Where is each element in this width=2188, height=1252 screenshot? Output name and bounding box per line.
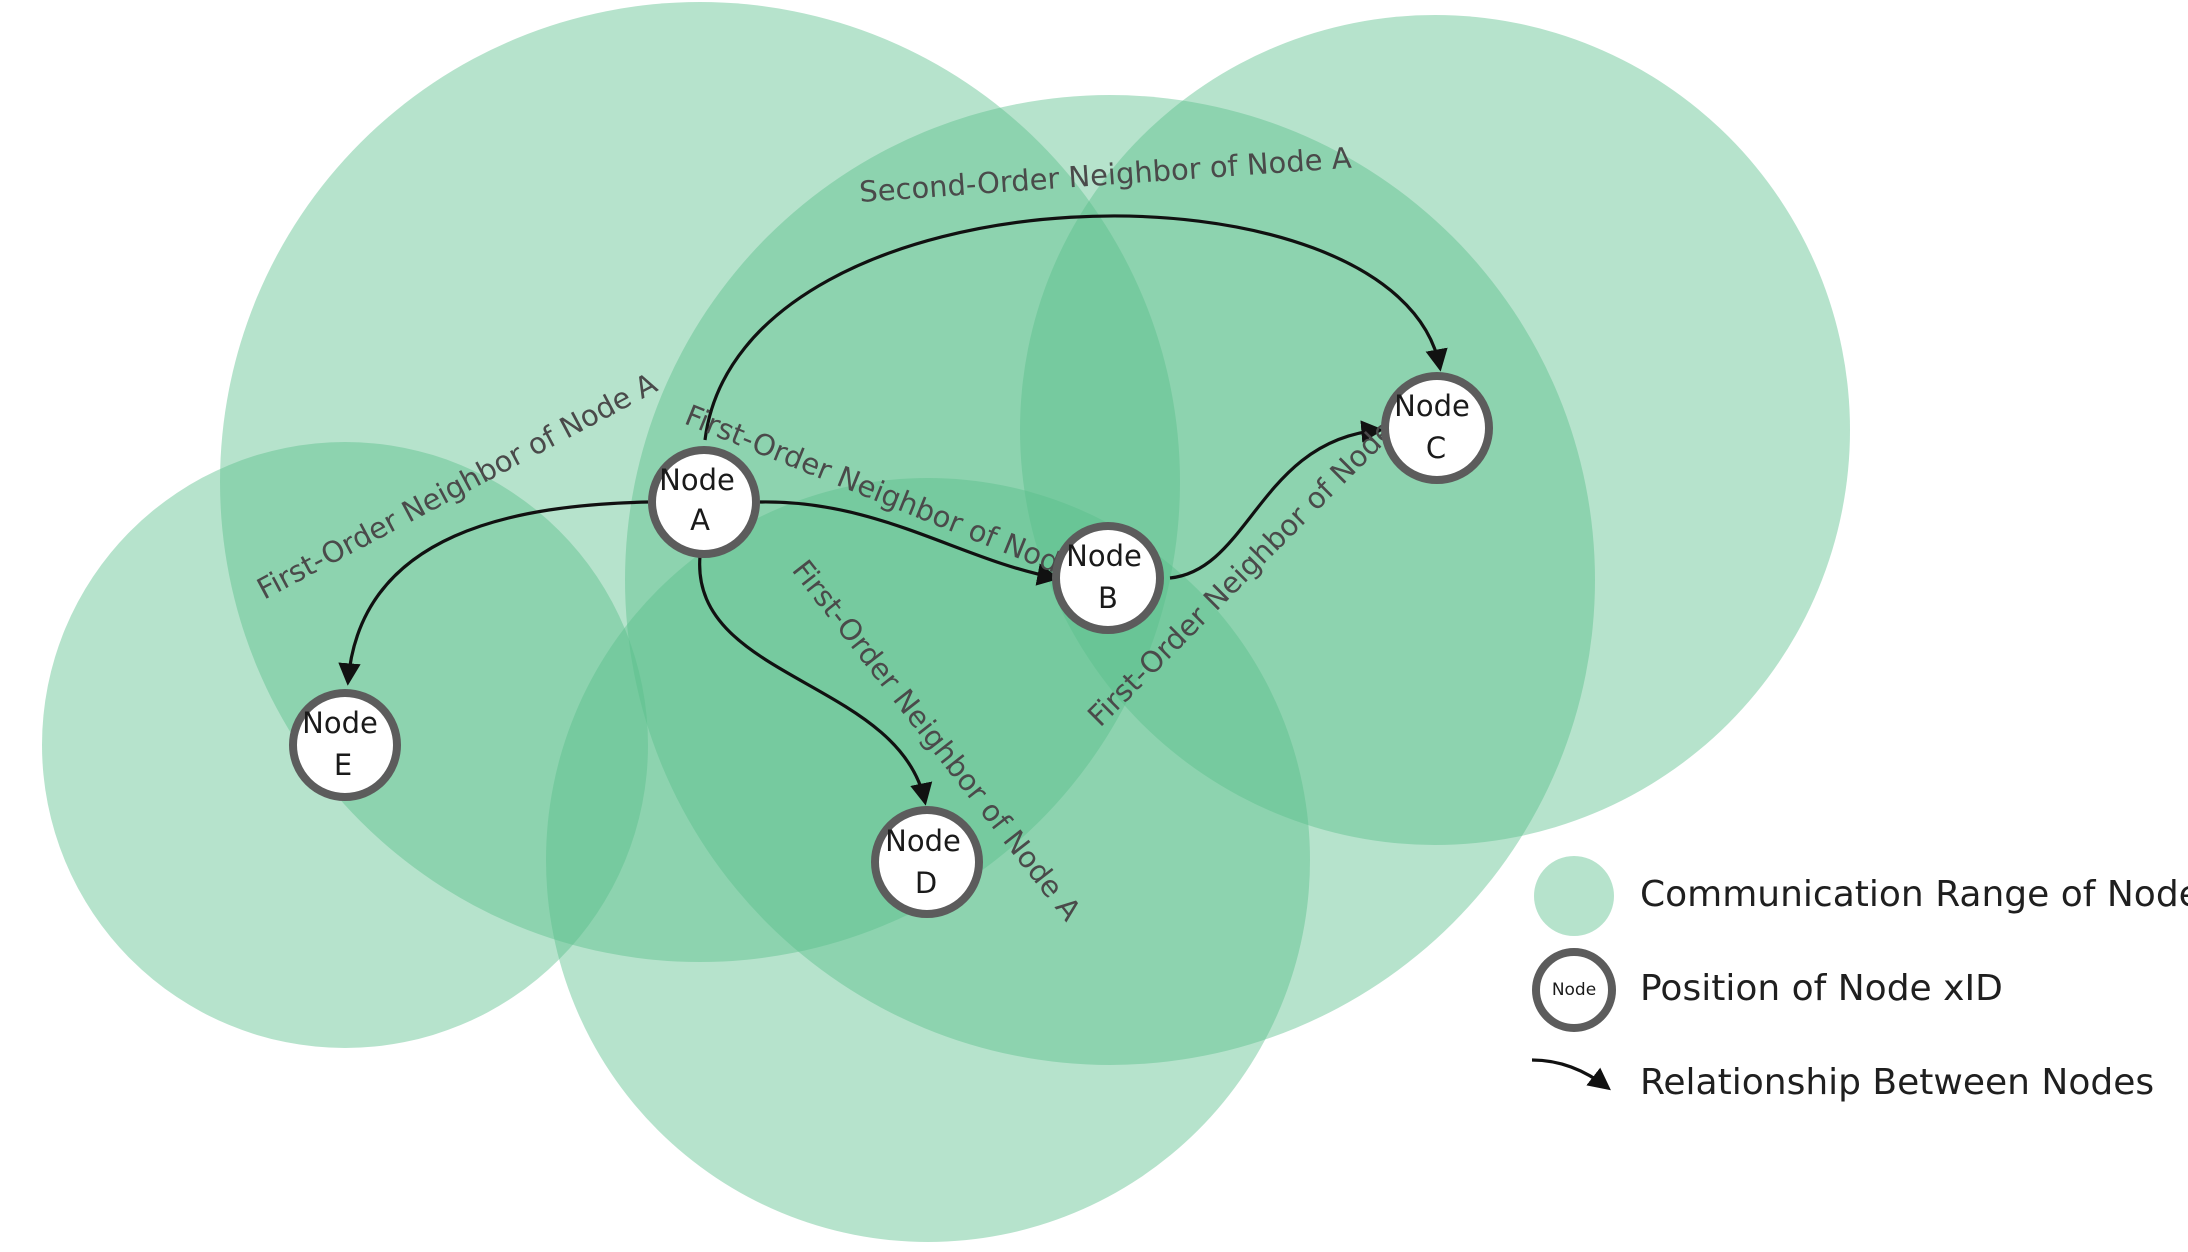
node-a[interactable]: Node A [648,446,760,558]
legend-arrow-icon [1531,1058,1611,1091]
node-b-letter: B [1098,581,1118,615]
node-d-circle [871,806,983,918]
legend-item-relation: Relationship Between Nodes [1531,1058,2154,1103]
node-a-word: Node [659,463,735,497]
legend-node-sample-text: Node [1552,980,1596,1000]
node-b-circle [1052,522,1164,634]
node-e-circle [289,689,401,801]
edge-a-to-e [338,500,649,686]
nodes: Node A Node B Node C Node D Node E [289,372,1493,918]
edge-a-to-d [698,555,933,806]
node-d-word: Node [885,824,961,858]
legend-relation-label: Relationship Between Nodes [1640,1062,2154,1103]
edge-a-to-b [759,500,1060,586]
legend-item-node: Node Position of Node xID [1532,948,2003,1032]
node-c-letter: C [1426,431,1446,465]
relationships [338,214,1448,806]
node-c[interactable]: Node C [1381,372,1493,484]
node-a-circle [648,446,760,558]
node-b[interactable]: Node B [1052,522,1164,634]
node-e-word: Node [302,706,378,740]
node-c-circle [1381,372,1493,484]
legend-range-label: Communication Range of Node [1640,874,2188,915]
node-d[interactable]: Node D [871,806,983,918]
legend-item-range: Communication Range of Node [1534,856,2188,936]
node-e-letter: E [334,748,352,782]
edge-a-to-c [703,214,1448,441]
node-a-letter: A [690,503,710,537]
node-c-word: Node [1394,389,1470,423]
node-b-word: Node [1066,539,1142,573]
node-e[interactable]: Node E [289,689,401,801]
legend-node-swatch [1532,948,1616,1032]
edge-b-to-c [1169,420,1384,580]
legend: Communication Range of Node Node Positio… [1531,856,2188,1103]
legend-node-label: Position of Node xID [1640,968,2003,1009]
legend-range-swatch [1534,856,1614,936]
node-d-letter: D [915,866,937,900]
